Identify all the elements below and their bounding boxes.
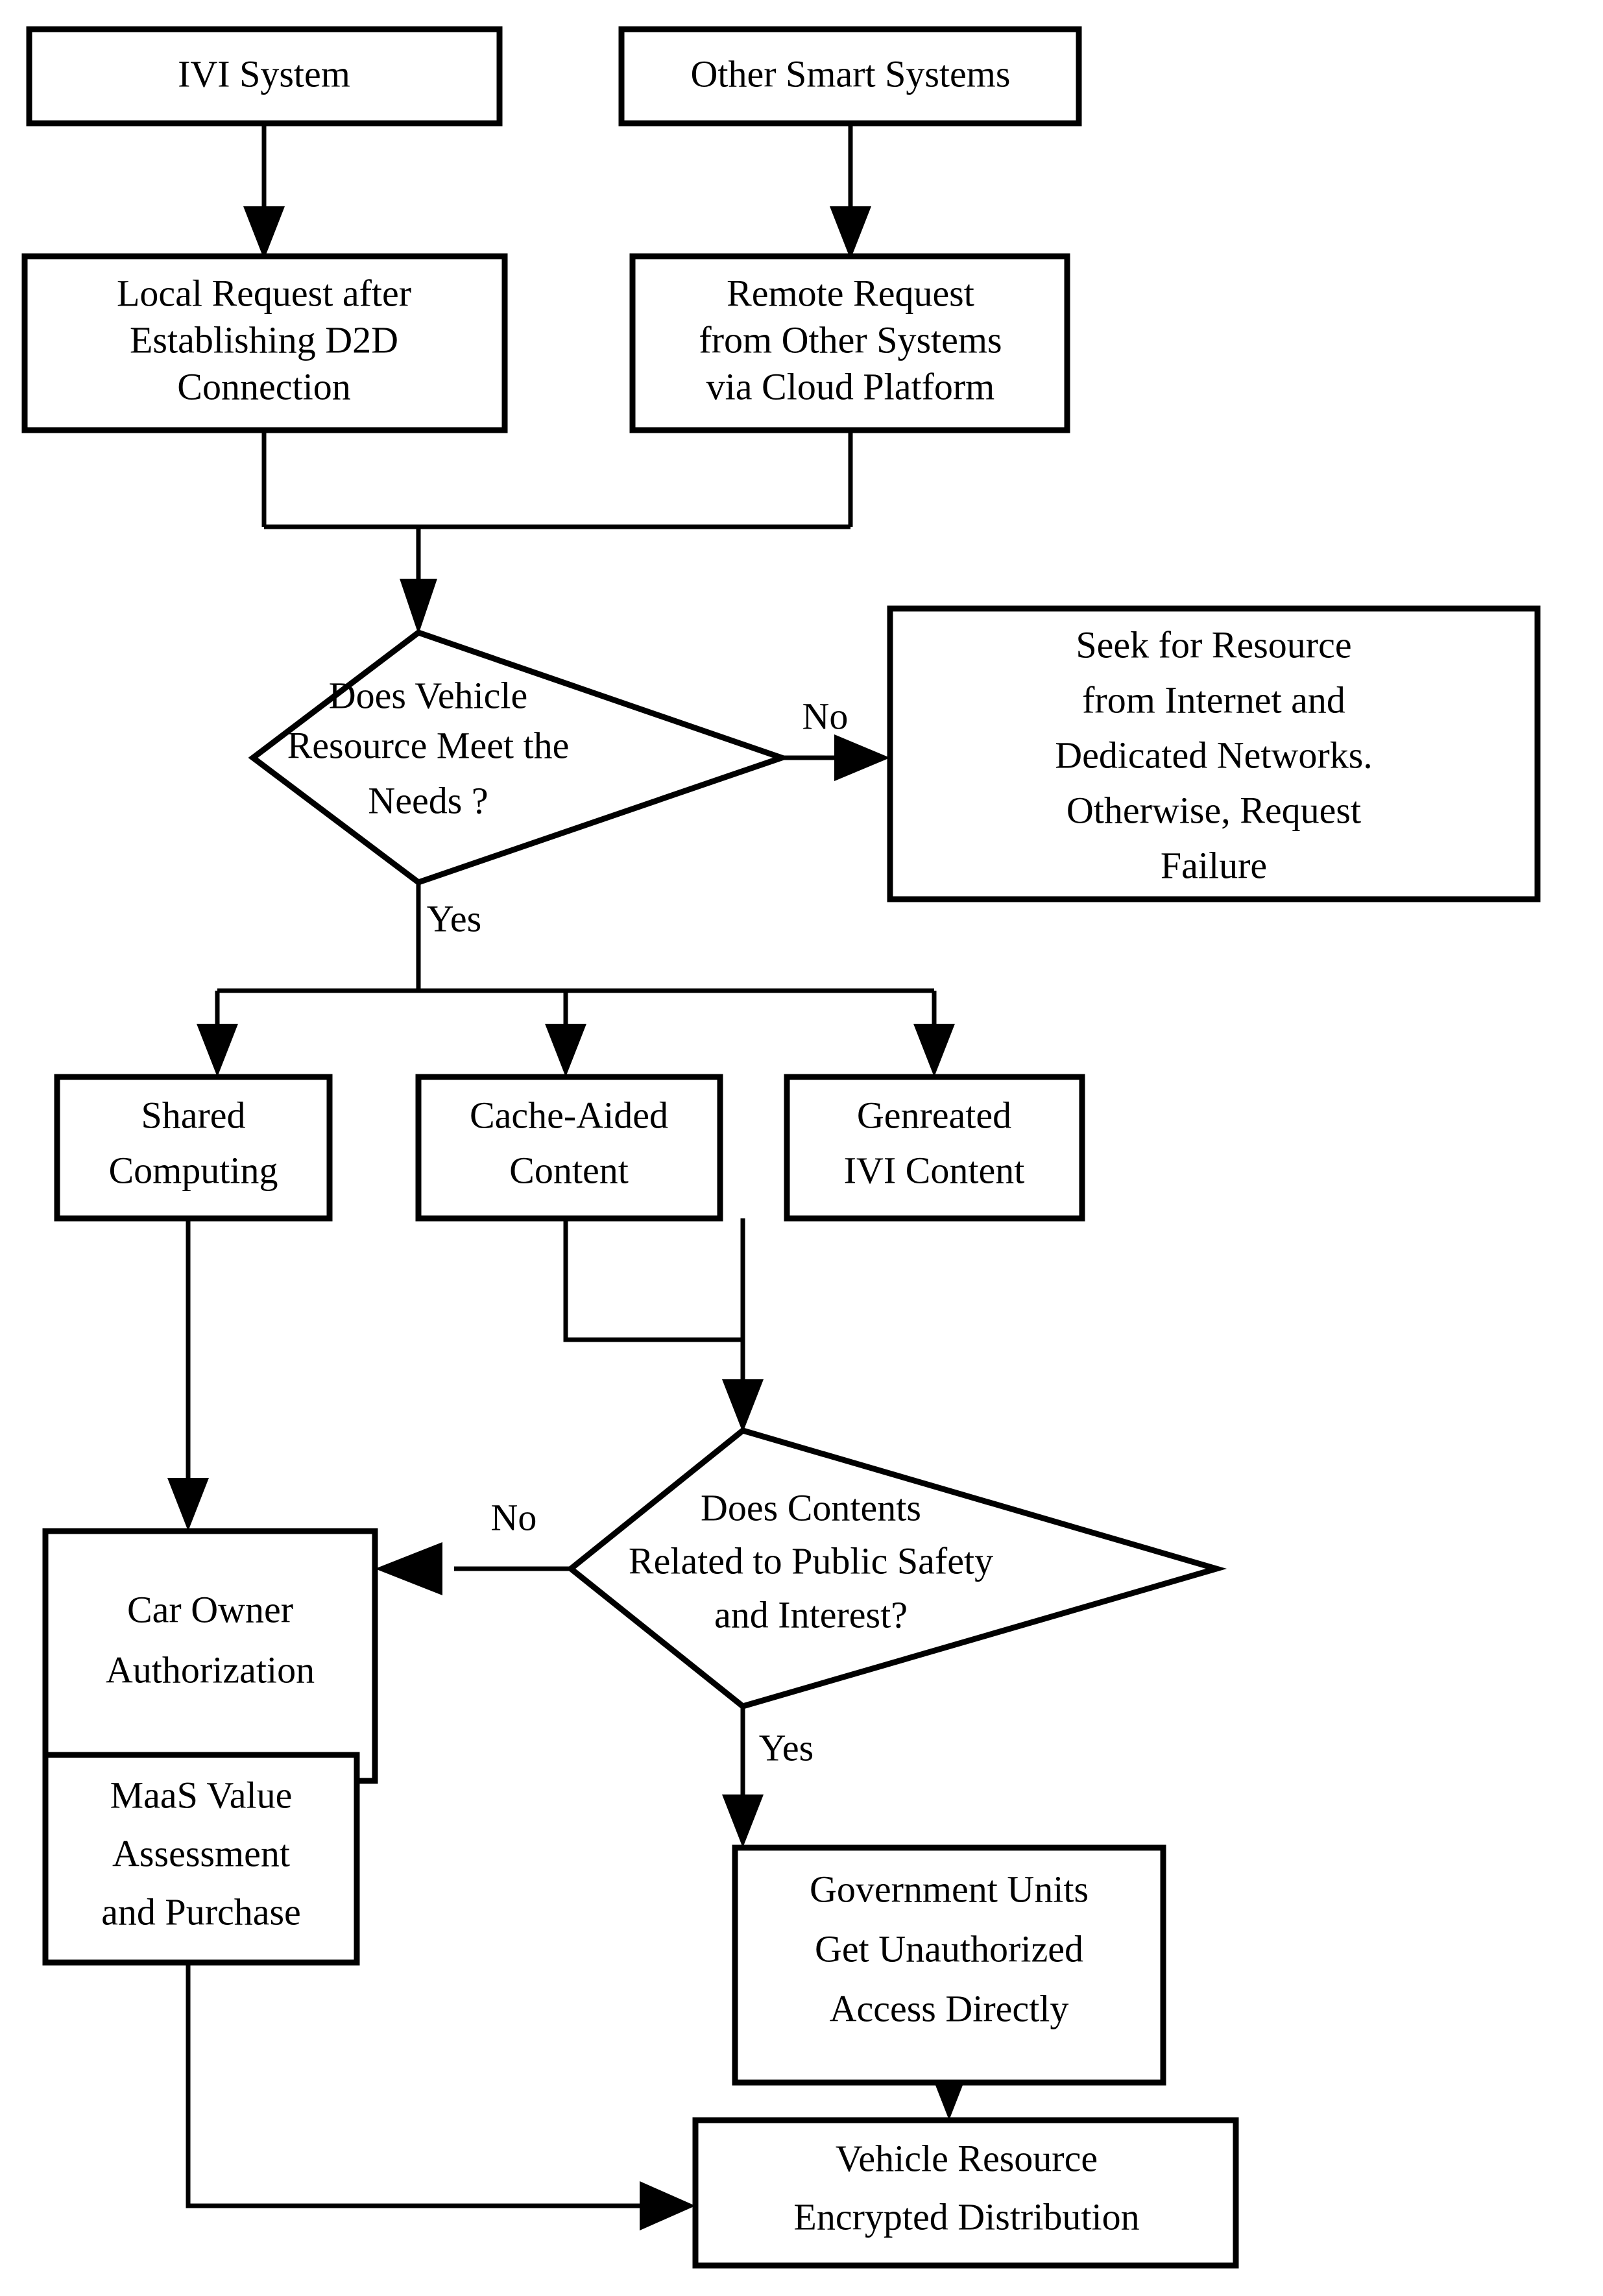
arrowhead-yes-to-shared	[197, 1024, 238, 1077]
node-cache-aided-content-line-1: Content	[509, 1149, 629, 1191]
node-car-owner-authorization-line-0: Car Owner	[127, 1588, 293, 1630]
node-encrypted-distribution[interactable]: Vehicle Resource Encrypted Distribution	[692, 2117, 1239, 2269]
node-remote-request-line-1: from Other Systems	[699, 319, 1002, 361]
node-ivi-system-shape	[26, 26, 503, 127]
node-maas-value-line-2: and Purchase	[101, 1891, 301, 1933]
node-public-safety-question[interactable]: Does Contents Related to Public Safety a…	[566, 1427, 1227, 1710]
arrowhead-safety-q-no	[375, 1542, 442, 1595]
node-encrypted-distribution-line-1: Encrypted Distribution	[793, 2195, 1139, 2238]
node-public-safety-question-line-0: Does Contents	[701, 1486, 921, 1529]
node-vehicle-resource-question-shape	[248, 629, 791, 886]
node-government-units-line-1: Get Unauthorized	[815, 1927, 1083, 1970]
node-shared-computing-line-1: Computing	[108, 1149, 278, 1191]
node-generated-ivi-content-line-1: IVI Content	[844, 1149, 1025, 1191]
node-vehicle-resource-question-line-1: Resource Meet the	[287, 724, 570, 766]
node-vehicle-resource-question-line-0: Does Vehicle	[329, 674, 528, 716]
node-seek-resource-shape	[887, 605, 1541, 902]
node-government-units-shape	[732, 1844, 1166, 2086]
node-maas-value-line-0: MaaS Value	[110, 1774, 293, 1816]
arrowhead-other-to-remote	[830, 206, 871, 260]
node-maas-value[interactable]: MaaS Value Assessment and Purchase	[42, 1752, 360, 1966]
arrowhead-maas-to-distribution	[640, 2181, 695, 2230]
node-local-request-line-2: Connection	[177, 365, 350, 407]
node-remote-request-shape	[629, 253, 1070, 433]
node-other-smart-systems-shape	[618, 26, 1082, 127]
node-seek-resource-line-1: from Internet and	[1082, 679, 1345, 721]
node-seek-resource-line-3: Otherwise, Request	[1067, 789, 1361, 831]
node-ivi-system[interactable]: IVI System	[26, 26, 503, 127]
node-ivi-system-line-0: IVI System	[178, 53, 350, 95]
node-car-owner-authorization[interactable]: Car Owner Authorization	[42, 1528, 378, 1784]
node-remote-request[interactable]: Remote Request from Other Systems via Cl…	[629, 253, 1070, 433]
node-local-request-line-0: Local Request after	[117, 272, 411, 314]
edge-label-resource-yes: Yes	[427, 897, 481, 939]
arrowhead-resource-q-no	[834, 734, 890, 781]
connector-layer	[167, 123, 970, 2230]
node-maas-value-line-1: Assessment	[112, 1832, 290, 1874]
arrowhead-ivi-to-local	[243, 206, 285, 260]
arrowhead-yes-to-generated	[913, 1024, 955, 1077]
node-seek-resource-line-2: Dedicated Networks.	[1055, 734, 1373, 776]
node-cache-aided-content[interactable]: Cache-Aided Content	[415, 1074, 723, 1222]
edge-label-safety-yes: Yes	[759, 1726, 814, 1769]
node-public-safety-question-line-1: Related to Public Safety	[629, 1540, 993, 1582]
node-cache-aided-content-line-0: Cache-Aided	[470, 1094, 668, 1136]
edge-cache-to-join	[563, 1218, 743, 1342]
node-vehicle-resource-question[interactable]: Does Vehicle Resource Meet the Needs ?	[248, 629, 791, 886]
node-seek-resource[interactable]: Seek for Resource from Internet and Dedi…	[887, 605, 1541, 902]
node-remote-request-line-0: Remote Request	[727, 272, 974, 314]
node-shared-computing-line-0: Shared	[141, 1094, 245, 1136]
arrowhead-merge-to-resource-q	[400, 579, 437, 634]
node-generated-ivi-content[interactable]: Genreated IVI Content	[784, 1074, 1085, 1222]
node-vehicle-resource-question-line-2: Needs ?	[368, 779, 488, 821]
node-government-units-line-2: Access Directly	[830, 1987, 1069, 2029]
node-other-smart-systems-line-0: Other Smart Systems	[691, 53, 1011, 95]
arrowhead-yes-to-cache	[545, 1024, 586, 1077]
node-cache-aided-content-shape	[415, 1074, 723, 1222]
node-local-request[interactable]: Local Request after Establishing D2D Con…	[21, 253, 508, 433]
node-generated-ivi-content-line-0: Genreated	[857, 1094, 1011, 1136]
node-encrypted-distribution-shape	[692, 2117, 1239, 2269]
edge-label-resource-no: No	[802, 695, 849, 737]
arrowhead-to-safety-q	[722, 1379, 764, 1432]
arrowhead-safety-q-yes	[722, 1795, 764, 1848]
node-local-request-shape	[21, 253, 508, 433]
node-seek-resource-line-4: Failure	[1161, 844, 1267, 886]
node-public-safety-question-line-2: and Interest?	[714, 1593, 908, 1636]
arrowhead-shared-to-carowner	[167, 1478, 209, 1531]
node-shared-computing[interactable]: Shared Computing	[54, 1074, 333, 1222]
node-encrypted-distribution-line-0: Vehicle Resource	[836, 2137, 1098, 2179]
node-seek-resource-line-0: Seek for Resource	[1076, 623, 1351, 666]
node-public-safety-question-shape	[566, 1427, 1227, 1710]
node-local-request-line-1: Establishing D2D	[130, 319, 398, 361]
node-car-owner-authorization-line-1: Authorization	[106, 1649, 315, 1691]
node-maas-value-shape	[42, 1752, 360, 1966]
node-shared-computing-shape	[54, 1074, 333, 1222]
edge-label-safety-no: No	[491, 1496, 537, 1538]
node-government-units-line-0: Government Units	[810, 1868, 1089, 1910]
node-generated-ivi-content-shape	[784, 1074, 1085, 1222]
node-other-smart-systems[interactable]: Other Smart Systems	[618, 26, 1082, 127]
node-government-units[interactable]: Government Units Get Unauthorized Access…	[732, 1844, 1166, 2086]
node-remote-request-line-2: via Cloud Platform	[706, 365, 995, 407]
edge-maas-to-distribution	[186, 1963, 649, 2208]
